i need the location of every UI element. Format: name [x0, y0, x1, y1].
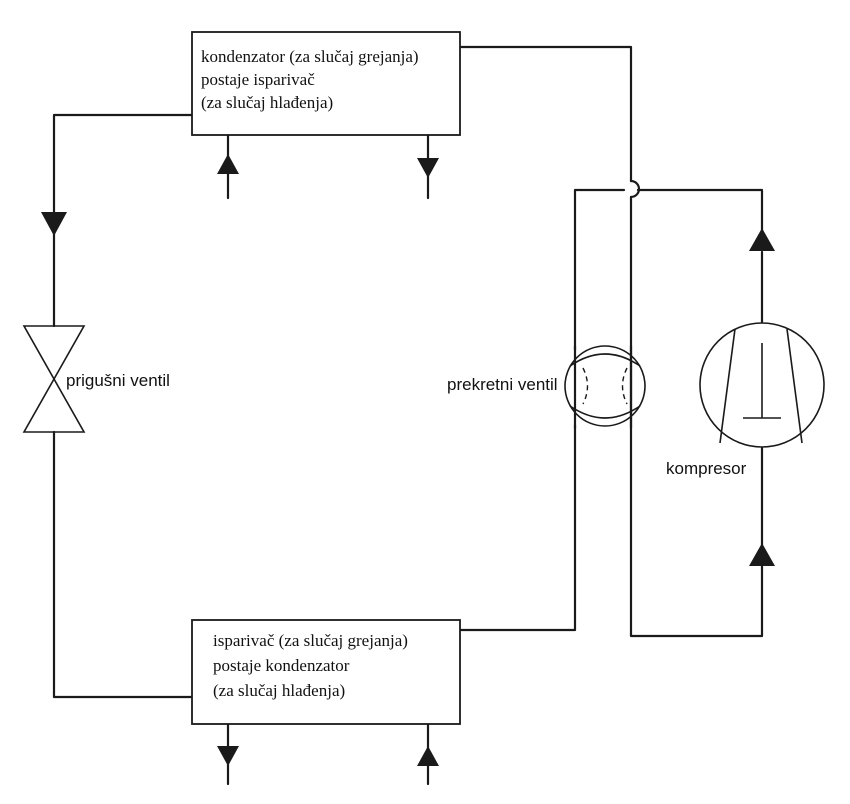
arrow-down-bottom-box-left: [217, 746, 239, 766]
reversing-valve-body: [564, 345, 646, 427]
evaporator-box-line3: (za slučaj hlađenja): [213, 681, 345, 700]
pipe-reversing-left: [573, 188, 626, 352]
reversing-valve-left-passage: [582, 367, 589, 405]
reversing-valve-bottom-passage: [569, 405, 641, 419]
condenser-box-line1: kondenzator (za slučaj grejanja): [201, 47, 419, 66]
throttle-valve: prigušni ventil: [22, 325, 170, 433]
compressor-label: kompresor: [666, 459, 747, 478]
pipe-top-right: [458, 45, 633, 183]
compressor-right-stroke: [786, 328, 803, 444]
evaporator-box-line1: isparivač (za slučaj grejanja): [213, 631, 408, 650]
arrow-down-top-box-right: [417, 158, 439, 178]
evaporator-box-line2: postaje kondenzator: [213, 656, 350, 675]
arrow-up-bottom-box-right: [417, 746, 439, 766]
throttle-valve-label: prigušni ventil: [66, 371, 170, 390]
reversing-valve-right-passage: [621, 367, 628, 405]
pipe-left-top: [52, 113, 194, 328]
pipe-reversing-left-bottom: [458, 423, 577, 632]
pipe-reversing-right-top: [636, 188, 764, 252]
arrow-up-top-box-left: [217, 154, 239, 174]
pipe-right-center: [629, 195, 764, 638]
pipe-left-bottom: [52, 430, 194, 699]
condenser-box: kondenzator (za slučaj grejanja) postaje…: [191, 31, 461, 136]
throttle-valve-upper-triangle: [22, 325, 86, 381]
arrow-up-compressor-inlet: [749, 543, 775, 566]
compressor-left-stroke: [719, 328, 736, 444]
flow-arrows: [41, 154, 775, 766]
reversing-valve: prekretni ventil: [447, 344, 646, 430]
reversing-valve-label: prekretni ventil: [447, 375, 558, 394]
arrow-up-compressor-outlet: [749, 228, 775, 251]
condenser-box-line2: postaje isparivač: [201, 70, 315, 89]
compressor-body: [699, 322, 825, 448]
condenser-box-line3: (za slučaj hlađenja): [201, 93, 333, 112]
compressor: kompresor: [666, 322, 825, 478]
evaporator-box: isparivač (za slučaj grejanja) postaje k…: [191, 619, 461, 725]
reversing-valve-top-passage: [569, 353, 641, 367]
arrow-down-left-pipe: [41, 212, 67, 236]
throttle-valve-lower-triangle: [22, 377, 86, 433]
